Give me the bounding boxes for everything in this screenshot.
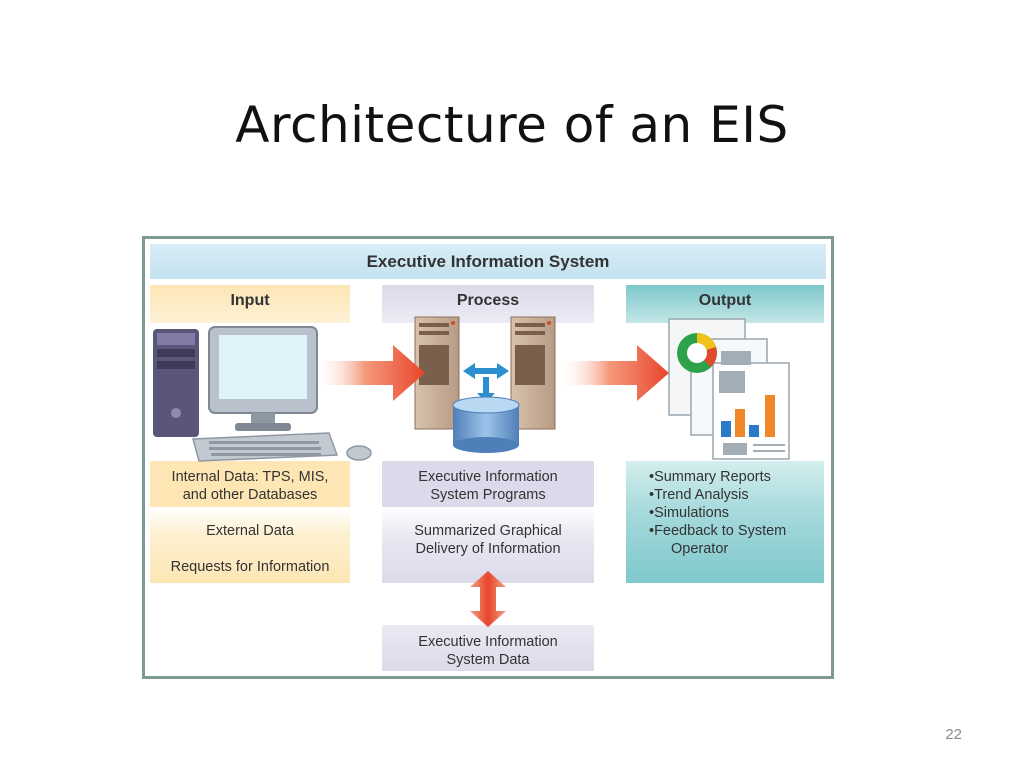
- computer-icon: [153, 326, 372, 462]
- process-data-line1: Executive Information: [418, 634, 558, 650]
- output-item-4: •Feedback to System: [649, 523, 787, 539]
- input-requests: Requests for Information: [170, 559, 330, 575]
- process-programs-line2: System Programs: [430, 487, 546, 503]
- output-item-1: •Summary Reports: [649, 469, 771, 485]
- output-list-panel: [626, 461, 824, 583]
- arrow-bidirectional-icon: [470, 571, 506, 627]
- input-internal-panel: [150, 461, 350, 507]
- input-internal-line1: Internal Data: TPS, MIS,: [171, 469, 329, 485]
- slide-title: Architecture of an EIS: [235, 96, 789, 154]
- eis-diagram: Executive Information System Input Inter…: [142, 236, 834, 679]
- input-internal-line2: and other Databases: [182, 487, 318, 503]
- server-icon: [414, 316, 556, 453]
- output-item-4-continued: Operator: [671, 541, 729, 557]
- diagram-banner: Executive Information System: [150, 244, 826, 279]
- input-external-data: External Data: [206, 523, 294, 539]
- output-header-panel: [626, 285, 824, 323]
- input-external-panel: [150, 507, 350, 583]
- process-programs-panel: [382, 461, 594, 507]
- output-item-3: •Simulations: [649, 505, 730, 521]
- process-summarized-panel: [382, 507, 594, 583]
- page-number: 22: [945, 726, 962, 743]
- output-item-2: •Trend Analysis: [649, 487, 749, 503]
- input-header: Input: [230, 292, 270, 309]
- arrow-process-to-output-icon: [559, 345, 669, 401]
- process-data-panel: [382, 625, 594, 671]
- output-header: Output: [698, 292, 752, 309]
- process-header: Process: [456, 292, 520, 309]
- reports-icon: [668, 318, 790, 460]
- process-data-line2: System Data: [446, 652, 530, 668]
- process-summarized-line2: Delivery of Information: [415, 541, 561, 557]
- process-summarized-line1: Summarized Graphical: [414, 523, 562, 539]
- input-header-panel: [150, 285, 350, 323]
- process-programs-line1: Executive Information: [418, 469, 558, 485]
- banner-title: Executive Information System: [366, 252, 610, 271]
- arrow-input-to-process-icon: [315, 345, 425, 401]
